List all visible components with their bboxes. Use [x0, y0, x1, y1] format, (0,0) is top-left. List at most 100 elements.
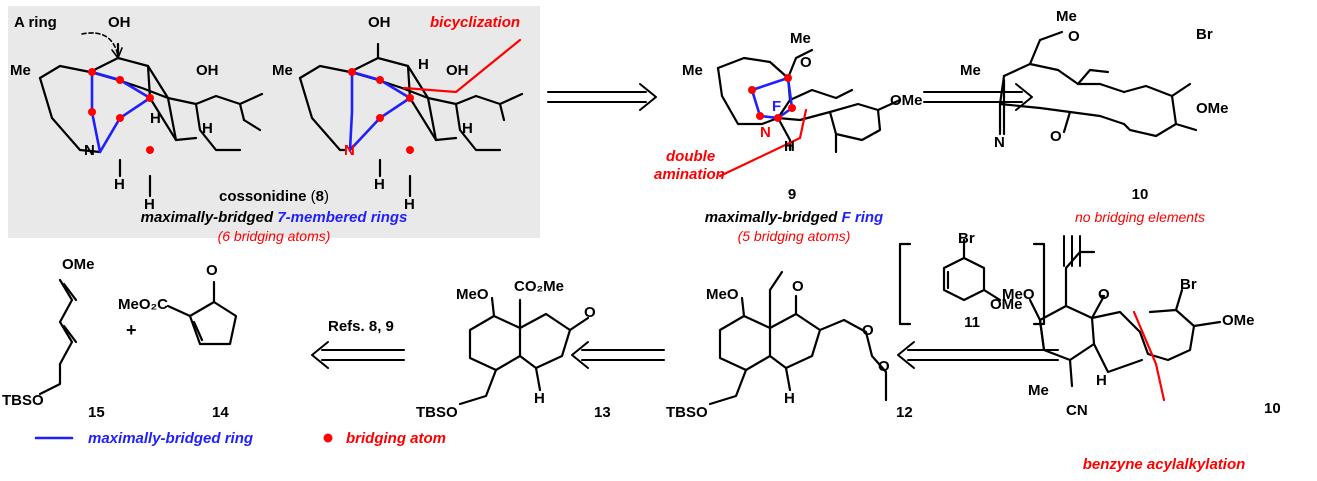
atom-F: F: [772, 98, 782, 115]
atom-N: N: [994, 134, 1005, 151]
atom-Br: Br: [1180, 276, 1197, 293]
atom-O: O: [1050, 128, 1062, 145]
bridging-atom-dot: [116, 76, 124, 84]
compound-9-number: 9: [787, 186, 797, 203]
bridging-atom-dot: [116, 114, 124, 122]
atom-H: H: [534, 390, 545, 407]
compound-12-number: 12: [896, 404, 913, 421]
atom-O: O: [206, 262, 218, 279]
compound-10-bottom-number: 10: [1264, 400, 1281, 417]
atom-H: H: [374, 176, 385, 193]
bridging-atom-dot: [88, 68, 96, 76]
cossonidine-name: cossonidine: [218, 188, 307, 205]
atom-O: O: [862, 322, 874, 339]
compound-14-number: 14: [212, 404, 229, 421]
atom-OH: OH: [108, 14, 131, 31]
bridging-atom-dot: [88, 108, 96, 116]
atom-H: H: [784, 138, 795, 155]
compound-12-structure: [708, 270, 888, 406]
refs-label: Refs. 8, 9: [328, 318, 394, 335]
bridging-atom-dot: [348, 68, 356, 76]
atom-N: N: [84, 142, 95, 159]
atom-CN: CN: [1066, 402, 1088, 419]
plus-sign: +: [126, 320, 137, 340]
bridging-atom-dot: [784, 74, 792, 82]
atom-Me: Me: [1028, 382, 1049, 399]
atom-TBSO: TBSO: [666, 404, 708, 421]
atom-MeO: MeO: [706, 286, 739, 303]
atom-MeO2C: MeO₂C: [118, 296, 169, 313]
legend-ring-label: maximally-bridged ring: [88, 430, 254, 447]
double-amination-line2: amination: [654, 166, 725, 183]
atom-O: O: [1098, 286, 1110, 303]
bridging-atom-dot: [774, 114, 782, 122]
atom-OMe: OMe: [1196, 100, 1229, 117]
bridging-atom-dot: [756, 112, 764, 120]
compound-14-structure: [166, 280, 238, 346]
atom-H: H: [144, 196, 155, 213]
bicyclization-label: bicyclization: [430, 14, 521, 31]
compound-10-top-number: 10: [1131, 186, 1149, 203]
atom-H: H: [418, 56, 429, 73]
atom-O: O: [792, 278, 804, 295]
atom-TBSO: TBSO: [416, 404, 458, 421]
bridging-atom-dot: [376, 114, 384, 122]
bridged-ring-left: [90, 70, 152, 154]
atom-TBSO: TBSO: [2, 392, 44, 409]
atom-CO2Me: CO₂Me: [514, 278, 565, 295]
bridging-atom-dot: [788, 104, 796, 112]
retro-arrow-4: [571, 341, 665, 369]
cossonidine-subtitle: maximally-bridged 7-membered rings: [141, 209, 408, 226]
compound-9-subtitle-text: maximally-bridged: [704, 209, 842, 226]
compound-10-top-structure: [998, 30, 1198, 138]
atom-H: H: [114, 176, 125, 193]
compound-13-structure: [458, 296, 590, 406]
bridged-ring-9: [750, 76, 794, 120]
cossonidine-number: 8: [315, 188, 325, 205]
atom-H: H: [150, 110, 161, 127]
cossonidine-subtitle-text: maximally-bridged: [140, 209, 278, 226]
atom-Me: Me: [272, 62, 293, 79]
double-amination-line1: double: [666, 148, 716, 165]
atom-Me: Me: [10, 62, 31, 79]
bridging-atom-dot: [376, 76, 384, 84]
bicyclization-cut-line: [402, 38, 522, 94]
atom-H: H: [784, 390, 795, 407]
cossonidine-subtitle-ring: 7-membered rings: [277, 209, 408, 226]
cossonidine-bridging-count: (6 bridging atoms): [217, 228, 331, 244]
atom-H: H: [1096, 372, 1107, 389]
legend-atom-label: bridging atom: [346, 430, 446, 447]
compound-15-structure: [38, 278, 78, 396]
acylalkylation-cut-line: [1132, 310, 1166, 402]
compound-9-structure: [716, 48, 902, 154]
a-ring-label: A ring: [14, 14, 57, 31]
compound-13-number: 13: [594, 404, 611, 421]
atom-Me: Me: [790, 30, 811, 47]
retro-arrow-1: [547, 83, 657, 111]
atom-MeO: MeO: [456, 286, 489, 303]
bridging-atom-dot: [748, 86, 756, 94]
benzyne-acylalkylation-label: benzyne acylalkylation: [1082, 456, 1246, 473]
equivalence-bars: [1063, 235, 1081, 267]
atom-Me: Me: [1056, 8, 1077, 25]
atom-H: H: [202, 120, 213, 137]
retro-arrow-3: [897, 341, 1059, 369]
target-highlight-panel: [8, 6, 540, 238]
compound-9-subtitle-ring: F ring: [841, 209, 884, 226]
cossonidine-caption: cossonidine (8): [218, 188, 330, 205]
legend-atom-swatch: [323, 433, 333, 443]
atom-OMe: OMe: [890, 92, 923, 109]
atom-O: O: [800, 54, 812, 71]
bridging-atom-dot: [146, 146, 154, 154]
atom-OH: OH: [368, 14, 391, 31]
atom-OH: OH: [196, 62, 219, 79]
benzyne-11-structure: [898, 238, 1046, 326]
compound-15-number: 15: [88, 404, 105, 421]
atom-OH: OH: [446, 62, 469, 79]
atom-MeO: MeO: [1002, 286, 1035, 303]
no-bridging-note: no bridging elements: [1075, 209, 1205, 225]
atom-Br: Br: [1196, 26, 1213, 43]
atom-N-red: N: [344, 142, 355, 159]
atom-N-red: N: [760, 124, 771, 141]
